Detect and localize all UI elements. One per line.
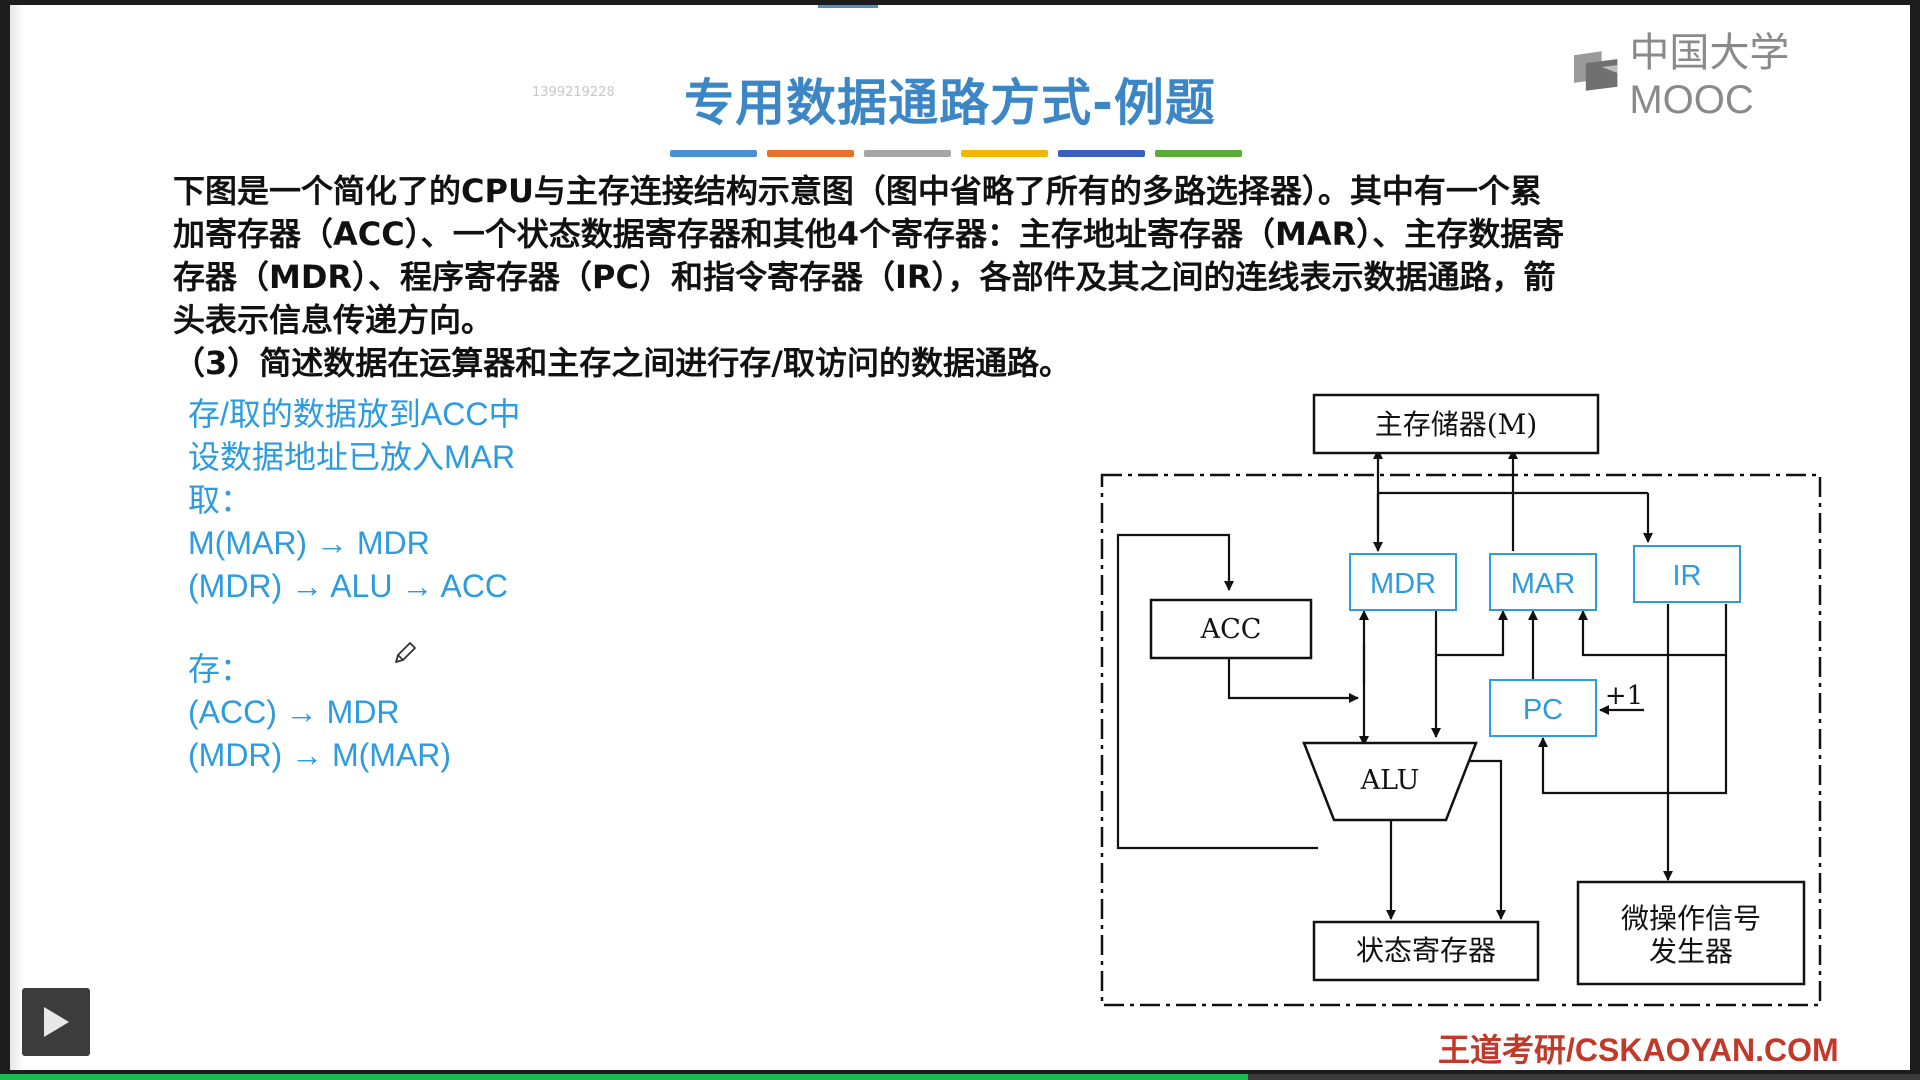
watermark-id: 1399219228 [532, 85, 615, 100]
question-line: 加寄存器（ACC）、一个状态数据寄存器和其他4个寄存器：主存地址寄存器（MAR）… [173, 215, 1565, 253]
color-bar-6 [1155, 150, 1242, 157]
slide-left-edge [10, 5, 24, 1070]
answer-line: 存/取的数据放到ACC中 [188, 396, 521, 432]
memory-label: 主存储器(M) [1375, 408, 1538, 441]
slide: 1399219228 专用数据通路方式-例题 中国大学MOOC 下图是一个简化了… [10, 5, 1910, 1070]
progress-fill [0, 1074, 1248, 1080]
micro-op-label-line2: 发生器 [1649, 935, 1733, 968]
question-text: 下图是一个简化了的CPU与主存连接结构示意图（图中省略了所有的多路选择器）。其中… [173, 170, 1713, 385]
color-bar-3 [864, 150, 951, 157]
status-register-label: 状态寄存器 [1356, 934, 1496, 967]
ir-label: IR [1673, 560, 1702, 592]
fetch-label: 取： [188, 482, 253, 518]
mar-label: MAR [1511, 568, 1575, 600]
store-label: 存： [188, 651, 253, 687]
store-step: (ACC) → MDR [188, 694, 400, 730]
question-line: 下图是一个简化了的CPU与主存连接结构示意图（图中省略了所有的多路选择器）。其中… [173, 172, 1542, 210]
answer-line: 设数据地址已放入MAR [188, 439, 516, 475]
alu-label: ALU [1360, 765, 1420, 796]
cpu-memory-diagram: 主存储器(M) MDR MAR IR ACC PC +1 ALU 状态寄存器 微… [1088, 383, 1828, 1023]
sub-question: （3）简述数据在运算器和主存之间进行存/取访问的数据通路。 [173, 344, 1071, 382]
progress-bar[interactable] [0, 1074, 1920, 1080]
color-bar-2 [767, 150, 854, 157]
question-line: 头表示信息传递方向。 [173, 301, 494, 339]
play-button[interactable] [22, 988, 90, 1056]
pc-label: PC [1523, 694, 1563, 726]
color-bar-1 [670, 150, 757, 157]
mooc-logo-icon [1573, 51, 1618, 91]
logo-text: 中国大学MOOC [1629, 30, 1790, 122]
pencil-cursor-icon [395, 642, 416, 663]
fetch-step: M(MAR) → MDR [188, 525, 430, 561]
plus-one-label: +1 [1605, 681, 1643, 711]
top-marker [818, 5, 878, 8]
mdr-label: MDR [1370, 568, 1436, 600]
acc-label: ACC [1200, 614, 1262, 645]
micro-op-label-line1: 微操作信号 [1621, 902, 1761, 935]
color-bar-5 [1058, 150, 1145, 157]
mooc-logo: 中国大学MOOC [1572, 31, 1910, 122]
store-step: (MDR) → M(MAR) [188, 737, 452, 773]
fetch-step: (MDR) → ALU → ACC [188, 568, 509, 604]
color-bar-4 [961, 150, 1048, 157]
answer-notes: 存/取的数据放到ACC中 设数据地址已放入MAR 取： M(MAR) → MDR… [188, 393, 520, 777]
question-line: 存器（MDR）、程序寄存器（PC）和指令寄存器（IR），各部件及其之间的连线表示… [173, 258, 1556, 296]
title-color-bars [670, 150, 1242, 157]
play-icon [44, 1007, 69, 1037]
slide-title: 专用数据通路方式-例题 [684, 74, 1216, 132]
footer-brand: 王道考研/CSKAOYAN.COM [1438, 1032, 1839, 1068]
